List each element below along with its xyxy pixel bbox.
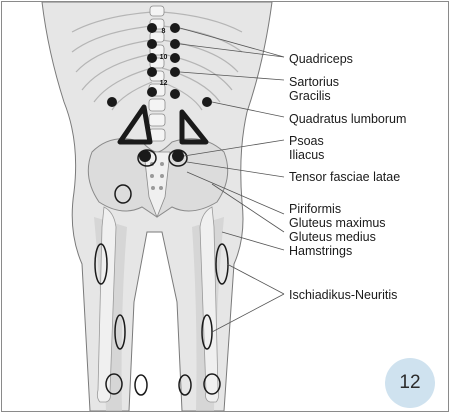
reflex-point	[147, 87, 157, 97]
label-psoas: Psoas	[289, 134, 324, 148]
vertebra-label-8: 8	[162, 28, 166, 35]
reflex-point	[170, 89, 180, 99]
label-gluteus-medius: Gluteus medius	[289, 230, 376, 244]
reflex-point	[107, 97, 117, 107]
reflex-point	[170, 67, 180, 77]
reflex-point	[147, 39, 157, 49]
label-quadratus-lumborum: Quadratus lumborum	[289, 112, 406, 126]
reflex-point	[147, 23, 157, 33]
label-piriformis: Piriformis	[289, 202, 341, 216]
page-number-badge: 12	[385, 358, 435, 408]
reflex-point	[170, 39, 180, 49]
label-sartorius: Sartorius	[289, 75, 339, 89]
reflex-point	[170, 23, 180, 33]
label-gracilis: Gracilis	[289, 89, 331, 103]
label-tensor-fasciae-latae: Tensor fasciae latae	[289, 170, 400, 184]
label-ischiadikus-neuritis: Ischiadikus-Neuritis	[289, 288, 397, 302]
reflex-point	[202, 97, 212, 107]
label-quadriceps: Quadriceps	[289, 52, 353, 66]
label-iliacus: Iliacus	[289, 148, 324, 162]
reflex-point	[172, 150, 184, 162]
label-gluteus-maximus: Gluteus maximus	[289, 216, 386, 230]
reflex-point	[147, 67, 157, 77]
label-hamstrings: Hamstrings	[289, 244, 352, 258]
vertebra-label-12: 12	[160, 80, 168, 87]
vertebra-label-10: 10	[160, 54, 168, 61]
reflex-point	[147, 53, 157, 63]
reflex-point	[170, 53, 180, 63]
